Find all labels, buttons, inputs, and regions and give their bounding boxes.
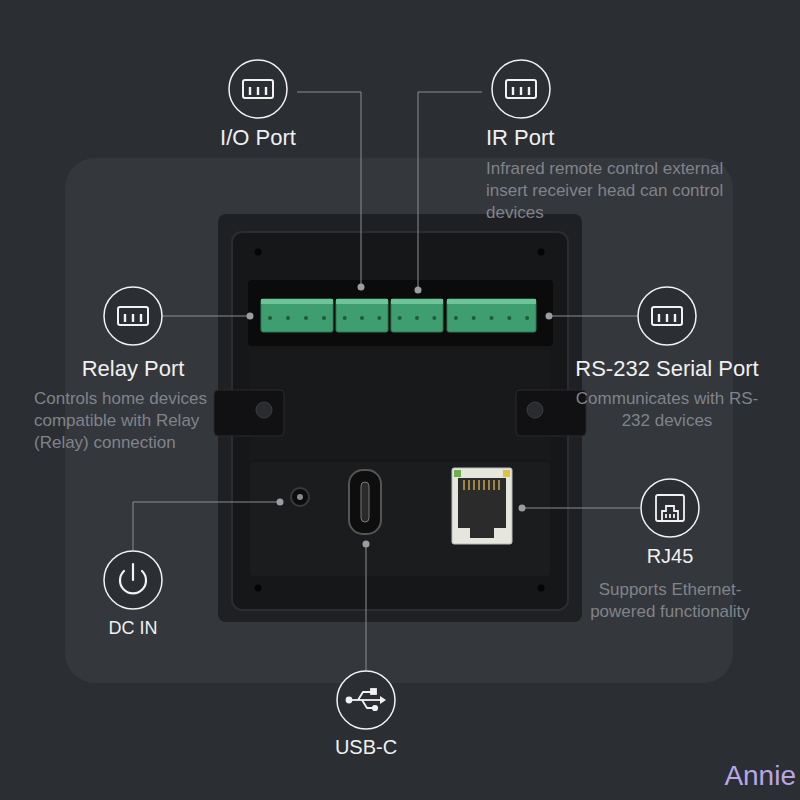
rj45-contact xyxy=(493,480,495,490)
rj45-contact xyxy=(483,480,485,490)
terminal-pin xyxy=(472,316,476,320)
port-label: Relay Port xyxy=(23,355,243,383)
terminal-pin xyxy=(398,316,402,320)
rj45-contact xyxy=(473,480,475,490)
terminal-pin xyxy=(286,316,290,320)
port-label: RJ45 xyxy=(610,545,730,567)
port-label: USB-C xyxy=(306,736,426,758)
watermark: Annie xyxy=(708,762,796,790)
rj45-contact xyxy=(498,480,500,490)
port-label: I/O Port xyxy=(158,124,358,152)
terminal-pin xyxy=(507,316,511,320)
rj45-contact xyxy=(488,480,490,490)
terminal-pin xyxy=(322,316,326,320)
terminal-pin xyxy=(377,316,381,320)
port-label: DC IN xyxy=(73,617,193,639)
port-description: Communicates with RS-232 devices xyxy=(572,388,762,432)
terminal-pin xyxy=(360,316,364,320)
terminal-pin xyxy=(525,316,529,320)
terminal-pin xyxy=(304,316,308,320)
rj45-contact xyxy=(463,480,465,490)
port-description: Infrared remote control external insert … xyxy=(486,158,744,224)
terminal-pin xyxy=(454,316,458,320)
port-label: IR Port xyxy=(486,124,686,152)
port-description: Controls home devices compatible with Re… xyxy=(34,388,249,454)
port-label: RS-232 Serial Port xyxy=(547,355,787,383)
terminal-pin xyxy=(268,316,272,320)
terminal-pin xyxy=(432,316,436,320)
terminal-pin xyxy=(343,316,347,320)
rj45-contact xyxy=(468,480,470,490)
terminal-pin xyxy=(490,316,494,320)
rj45-contact xyxy=(478,480,480,490)
terminal-pin xyxy=(415,316,419,320)
port-description: Supports Ethernet-powered functionality xyxy=(583,579,758,623)
